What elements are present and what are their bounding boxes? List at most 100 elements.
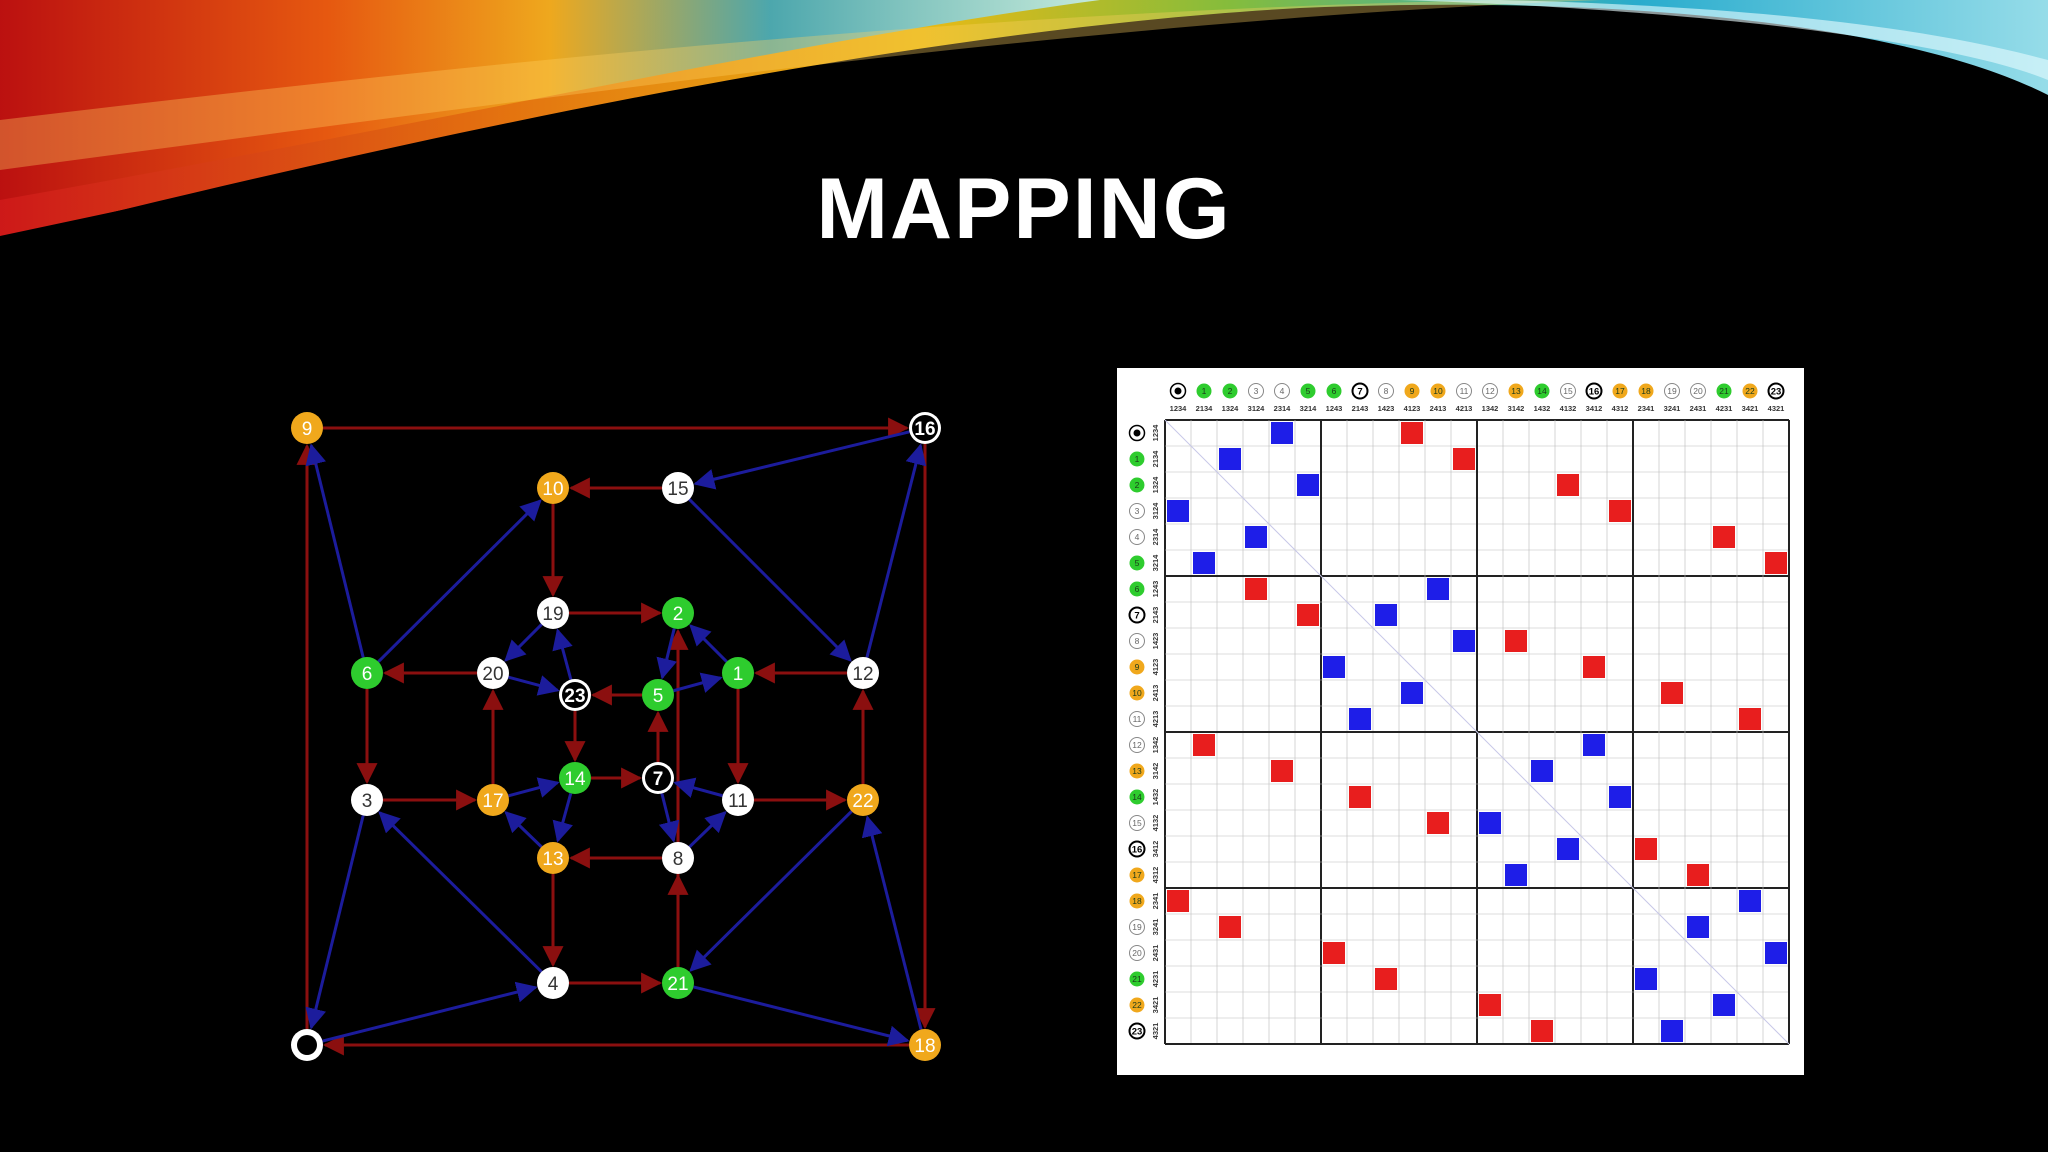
node-fill	[912, 415, 938, 441]
badge-fill	[1196, 383, 1212, 399]
row-header-badge-3: 3	[1129, 503, 1145, 519]
graph-node-4: 4	[537, 967, 569, 999]
badge-label: 9	[1135, 662, 1140, 672]
row-header-perm: 2134	[1151, 450, 1160, 468]
row-header-badge-0	[1128, 424, 1146, 442]
graph-node-18: 18	[909, 1029, 941, 1061]
badge-fill	[1129, 737, 1145, 753]
row-header-badge-4: 4	[1129, 529, 1145, 545]
column-header-perm: 3421	[1742, 404, 1759, 413]
row-header-perm: 1234	[1151, 424, 1160, 442]
badge-fill	[1129, 529, 1145, 545]
row-header-perm: 2431	[1151, 945, 1160, 962]
node-fill	[477, 657, 509, 689]
row-header-perm: 4132	[1151, 815, 1160, 832]
graph-node-6: 6	[351, 657, 383, 689]
blue-cell-r7-c8	[1375, 604, 1397, 626]
row-header-badge-20: 20	[1129, 945, 1145, 961]
row-header-badge-14: 14	[1129, 789, 1145, 805]
graph-node-3: 3	[351, 784, 383, 816]
badge-label: 23	[1771, 387, 1782, 398]
graph-node-2: 2	[662, 597, 694, 629]
column-header-badge-8: 8	[1378, 383, 1394, 399]
badge-outer	[1128, 606, 1146, 624]
column-header-perm: 3241	[1664, 404, 1681, 413]
badge-label: 8	[1384, 386, 1389, 396]
blue-cell-r13-c14	[1531, 760, 1553, 782]
badge-label: 1	[1202, 386, 1207, 396]
red-cell-r13-c4	[1271, 760, 1293, 782]
row-header-perm: 1324	[1151, 476, 1160, 494]
graph-node-12: 12	[847, 657, 879, 689]
row-header-badge-8: 8	[1129, 633, 1145, 649]
blue-cell-r4-c3	[1245, 526, 1267, 548]
badge-fill	[1560, 383, 1576, 399]
badge-label: 4	[1135, 532, 1140, 542]
blue-cell-r19-c20	[1687, 916, 1709, 938]
badge-fill	[1534, 383, 1550, 399]
edge-3-to-0	[305, 815, 365, 1030]
node-label: 18	[914, 1036, 935, 1057]
node-fill	[477, 784, 509, 816]
badge-fill	[1129, 477, 1145, 493]
badge-label: 14	[1537, 386, 1547, 396]
badge-outer	[1128, 840, 1146, 858]
node-label: 14	[564, 769, 586, 790]
node-fill	[559, 762, 591, 794]
row-header-badge-17: 17	[1129, 867, 1145, 883]
badge-label: 16	[1589, 387, 1600, 398]
blue-cell-r20-c23	[1765, 942, 1787, 964]
graph-node-22: 22	[847, 784, 879, 816]
slide-title: MAPPING	[816, 161, 1232, 257]
column-header-perm: 4312	[1612, 404, 1629, 413]
blue-cell-r6-c10	[1427, 578, 1449, 600]
badge-label: 23	[1132, 1027, 1143, 1038]
red-cell-r1-c11	[1453, 448, 1475, 470]
blue-cell-r1-c2	[1219, 448, 1241, 470]
column-header-badge-23: 23	[1767, 382, 1785, 400]
node-label: 1	[733, 664, 744, 685]
badge-label: 19	[1132, 922, 1142, 932]
red-cell-r0-c9	[1401, 422, 1423, 444]
row-header-perm: 4312	[1151, 867, 1160, 884]
row-header-perm: 2413	[1151, 685, 1160, 702]
blue-cell-r15-c12	[1479, 812, 1501, 834]
node-label: 4	[548, 974, 559, 995]
node-fill	[722, 784, 754, 816]
column-header-perm: 4231	[1716, 404, 1733, 413]
column-header-badge-15: 15	[1560, 383, 1576, 399]
node-fill	[909, 1029, 941, 1061]
row-header-badge-11: 11	[1129, 711, 1145, 727]
blue-cell-r3-c0	[1167, 500, 1189, 522]
edge-7-to-8	[658, 793, 680, 843]
row-header-badge-10: 10	[1129, 685, 1145, 701]
badge-label: 21	[1132, 974, 1142, 984]
node-label: 2	[673, 604, 684, 625]
badge-label: 11	[1133, 714, 1142, 724]
badge-fill	[1129, 945, 1145, 961]
row-header-badge-18: 18	[1129, 893, 1145, 909]
blue-cell-r18-c22	[1739, 890, 1761, 912]
node-label: 8	[673, 849, 684, 870]
row-header-badge-6: 6	[1129, 581, 1145, 597]
badge-label: 18	[1132, 896, 1142, 906]
column-header-perm: 2134	[1196, 404, 1214, 413]
row-header-badge-5: 5	[1129, 555, 1145, 571]
row-header-badge-16: 16	[1128, 840, 1146, 858]
column-header-perm: 1432	[1534, 404, 1551, 413]
red-cell-r19-c2	[1219, 916, 1241, 938]
column-header-perm: 1342	[1482, 404, 1499, 413]
badge-fill	[1378, 383, 1394, 399]
node-fill	[847, 784, 879, 816]
red-cell-r22-c12	[1479, 994, 1501, 1016]
badge-label: 11	[1460, 386, 1469, 396]
badge-fill	[1129, 867, 1145, 883]
node-label: 16	[914, 419, 935, 440]
badge-label: 13	[1132, 766, 1142, 776]
badge-fill	[1664, 383, 1680, 399]
node-fill	[351, 784, 383, 816]
column-header-badge-0	[1169, 382, 1187, 400]
row-header-perm: 1432	[1151, 789, 1160, 806]
node-label: 5	[653, 686, 664, 707]
badge-label: 7	[1357, 387, 1362, 398]
